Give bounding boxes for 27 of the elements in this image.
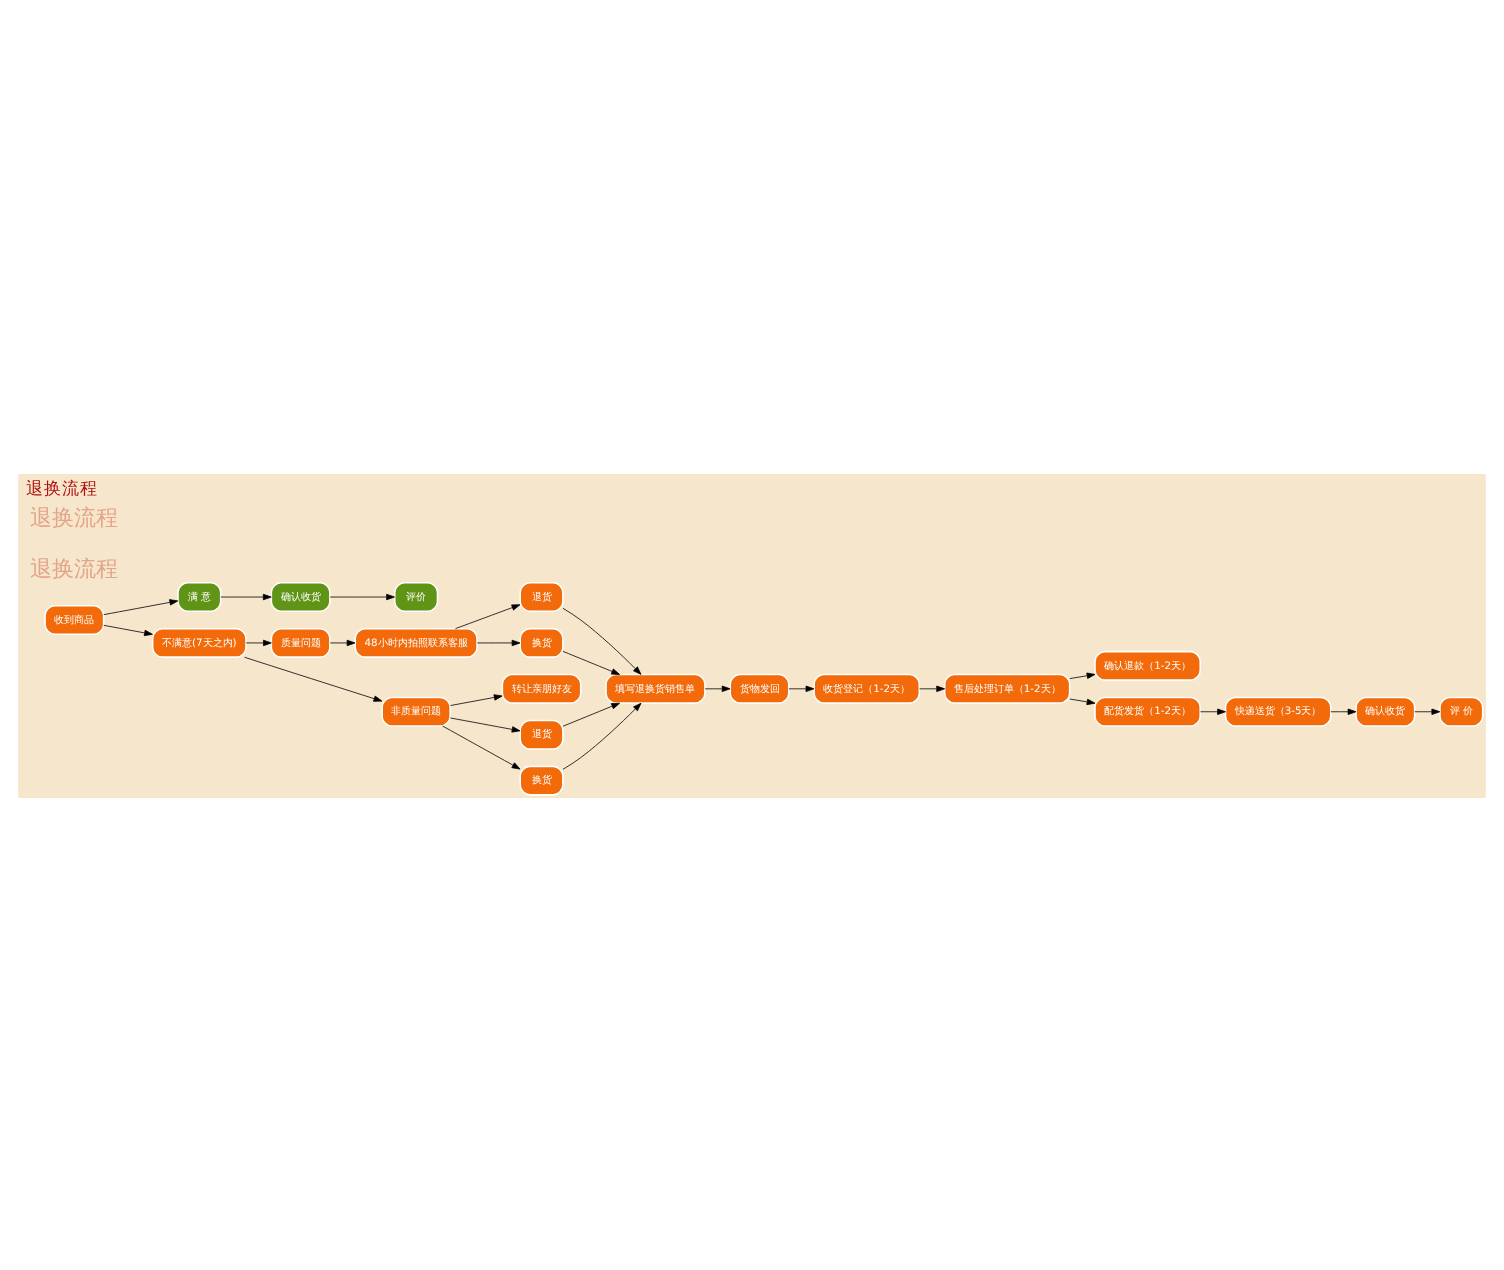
- arrow: [562, 606, 642, 674]
- arrow: [562, 701, 621, 726]
- arrow: [103, 598, 179, 615]
- arrow: [442, 724, 521, 769]
- arrow: [329, 592, 395, 600]
- arrow: [244, 655, 383, 701]
- label: 退换流程: [30, 503, 119, 530]
- label: 退换流程: [30, 555, 119, 582]
- arrow: [450, 693, 503, 705]
- arrow: [1414, 707, 1441, 714]
- arrow: [562, 649, 621, 674]
- arrow: [1330, 707, 1357, 714]
- arrow: [220, 592, 272, 600]
- arrow: [103, 623, 153, 636]
- arrow: [245, 638, 272, 646]
- arrow: [1069, 697, 1096, 705]
- arrow: [1200, 707, 1226, 714]
- arrow: [562, 701, 642, 769]
- arrow: [455, 603, 521, 629]
- arrow: [450, 716, 521, 732]
- arrow: [477, 638, 521, 646]
- arrow: [1069, 671, 1096, 678]
- arrow: [329, 638, 356, 646]
- arrow: [788, 684, 815, 691]
- arrow: [704, 684, 731, 691]
- diagram-title: 退换流程: [26, 479, 99, 500]
- arrow: [919, 684, 945, 691]
